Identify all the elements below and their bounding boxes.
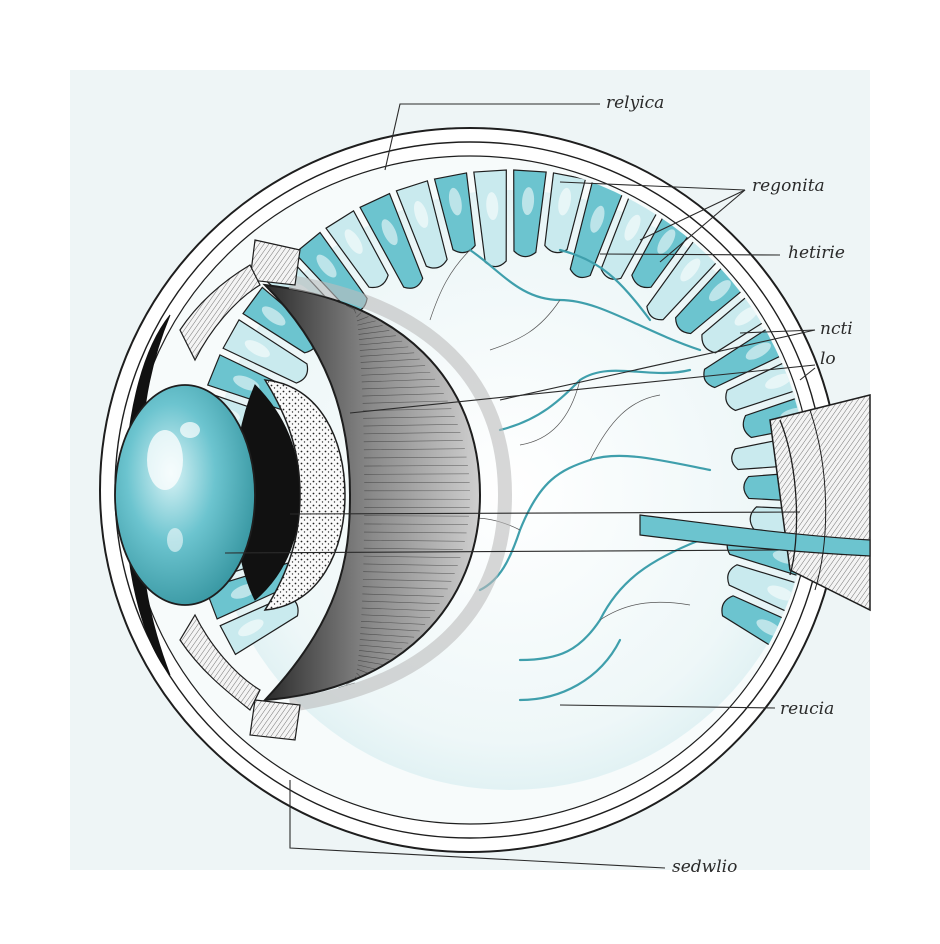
label-right-1: ncti bbox=[820, 319, 853, 339]
label-upper-right-1: regonita bbox=[752, 176, 825, 196]
lens bbox=[115, 385, 255, 605]
label-bottom: sedwlio bbox=[672, 857, 737, 877]
label-upper-right-2: hetirie bbox=[788, 243, 845, 263]
label-top: relyica bbox=[606, 93, 664, 113]
label-lower-right: reucia bbox=[780, 699, 834, 719]
label-right-2: lo bbox=[820, 349, 836, 369]
